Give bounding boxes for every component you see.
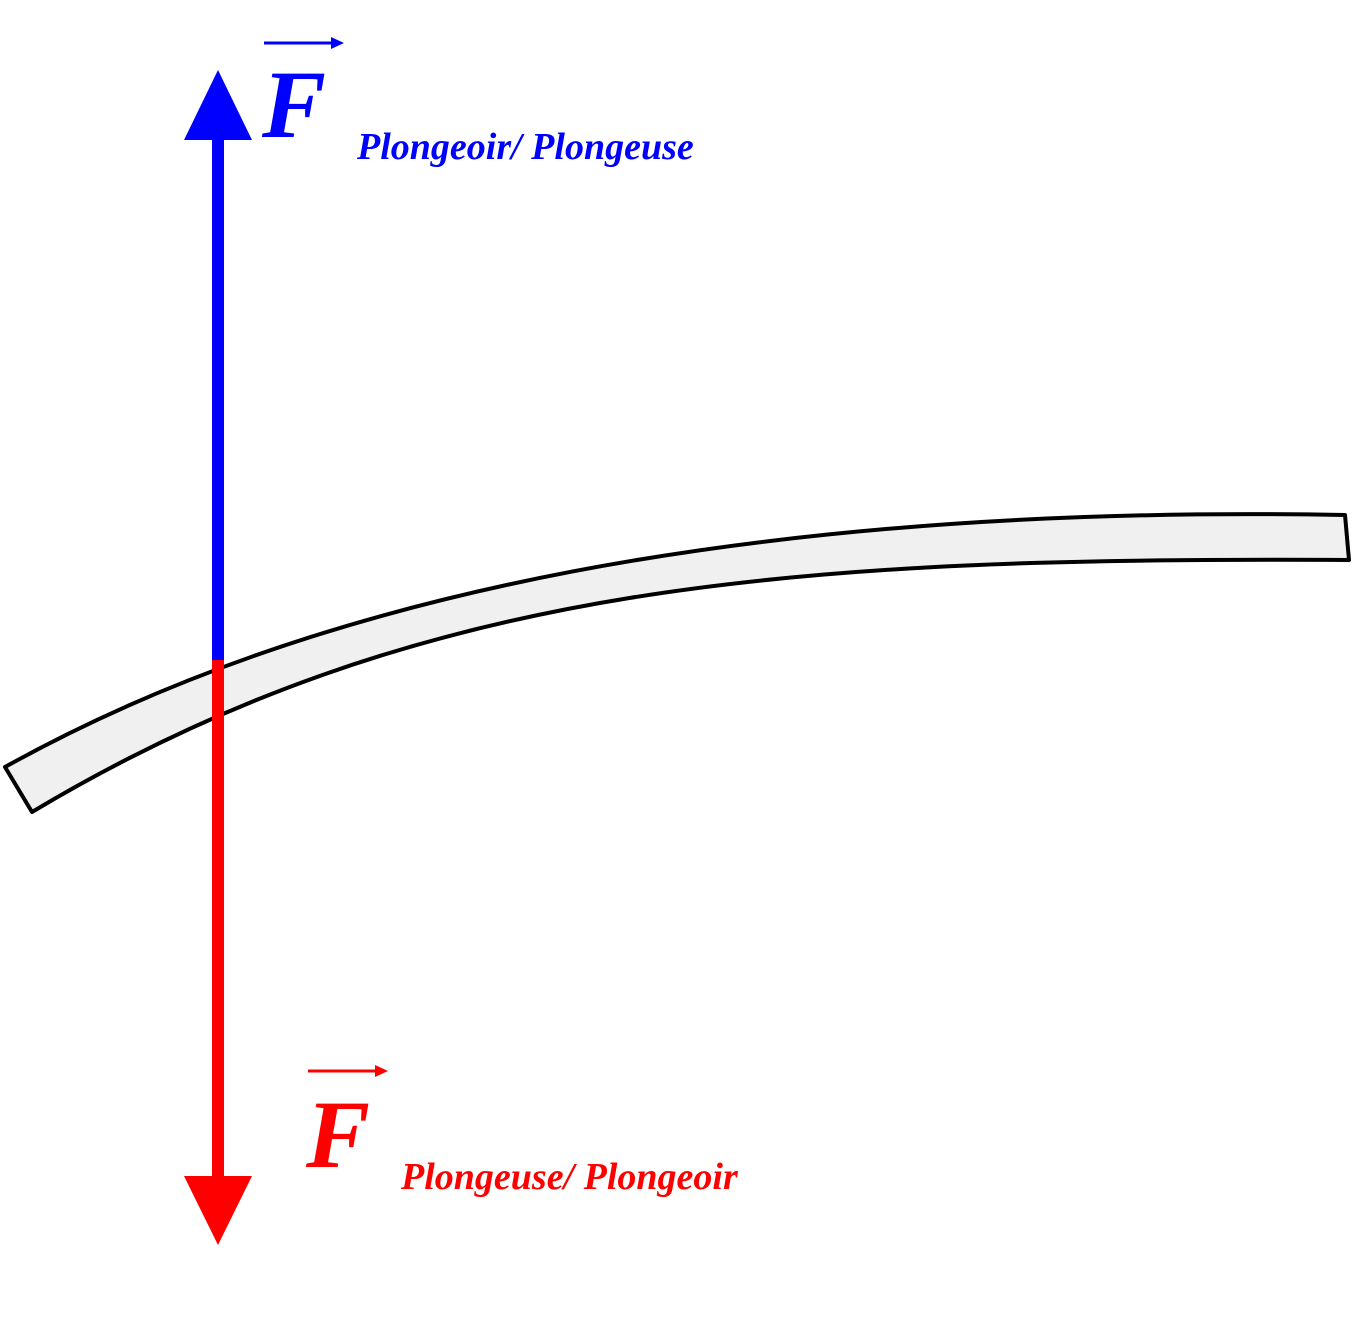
downward-force-subscript: Plongeuse/ Plongeoir: [400, 1156, 739, 1198]
downward-force-symbol: F: [305, 1081, 370, 1188]
upward-force-symbol: F: [261, 51, 326, 158]
downward-vector-arrow-tip: [375, 1065, 388, 1077]
upward-force-arrow: [184, 70, 252, 660]
upward-vector-arrow-tip: [331, 37, 344, 49]
upward-force-label: F Plongeoir/ Plongeuse: [261, 37, 694, 168]
downward-force-arrowhead: [184, 1176, 252, 1245]
diving-board: [3, 512, 1351, 814]
upward-force-subscript: Plongeoir/ Plongeuse: [356, 126, 694, 168]
downward-force-label: F Plongeuse/ Plongeoir: [305, 1065, 739, 1198]
upward-force-arrowhead: [184, 70, 252, 140]
downward-force-arrow: [184, 660, 252, 1245]
